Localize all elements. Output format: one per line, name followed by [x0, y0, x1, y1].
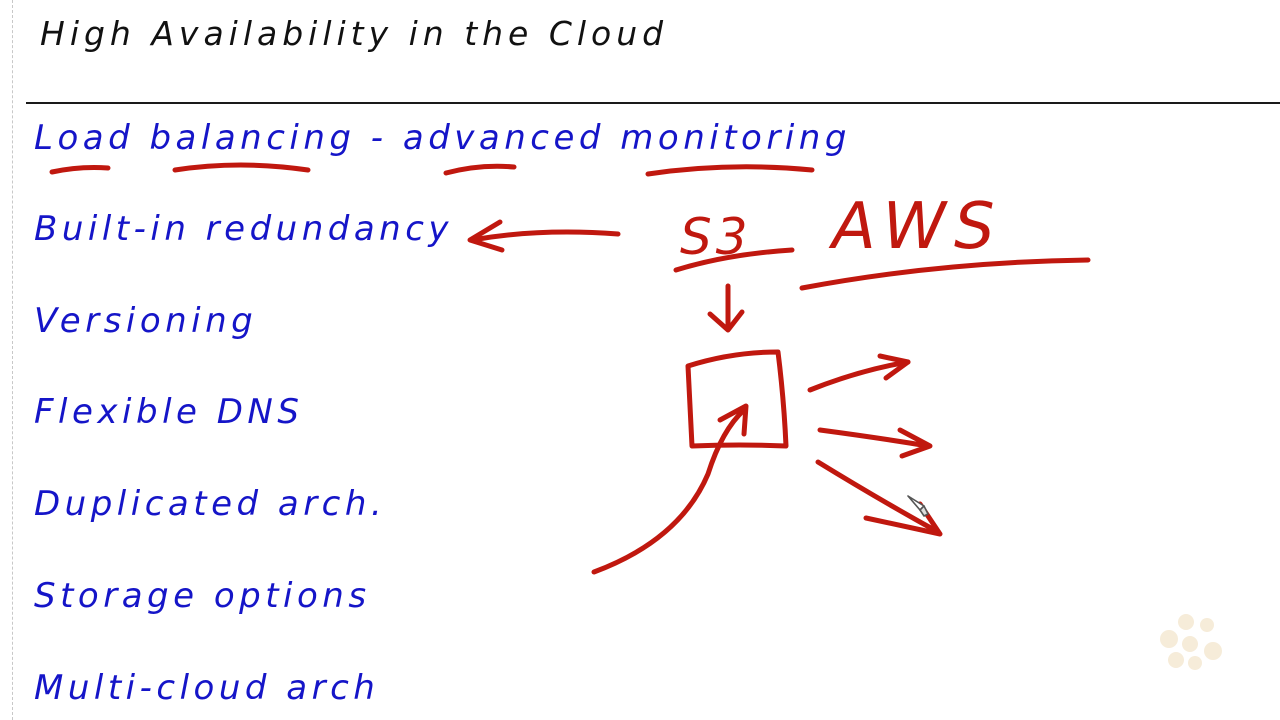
arrow-out-1-head	[877, 353, 911, 381]
list-item-multi-cloud-arch: Multi-cloud arch	[34, 668, 380, 708]
underline-load	[49, 165, 111, 175]
arrow-to-redundancy-head	[467, 219, 505, 253]
list-item-flexible-dns: Flexible DNS	[34, 392, 304, 432]
list-item-storage-options: Storage options	[34, 576, 371, 616]
underline-advanced	[443, 163, 517, 176]
underline-balancing	[172, 162, 311, 173]
annotation-aws: AWS	[832, 190, 1003, 264]
list-item-built-in-redundancy: Built-in redundancy	[34, 209, 454, 249]
arrow-incoming-head	[717, 403, 749, 437]
list-item-load-balancing: Load balancing - advanced monitoring	[34, 118, 851, 158]
arrow-incoming	[591, 407, 747, 575]
arrow-out-2	[817, 427, 931, 449]
bucket-box	[685, 349, 789, 449]
pencil-cursor-icon	[907, 495, 929, 517]
page-title: High Availability in the Cloud	[40, 14, 669, 53]
annotation-s3: S3	[680, 208, 752, 266]
arrow-s3-down-head	[707, 309, 745, 333]
arrow-out-1	[807, 359, 911, 393]
arrow-out-2-head	[897, 427, 933, 459]
list-item-duplicated-arch: Duplicated arch.	[34, 484, 387, 524]
page-edge-dashed-line	[12, 0, 13, 720]
arrow-to-redundancy	[469, 229, 621, 243]
underline-aws	[799, 257, 1091, 291]
title-underline	[26, 102, 1280, 104]
list-item-versioning: Versioning	[34, 301, 258, 341]
underline-monitoring	[645, 164, 815, 177]
dots-logo-icon	[1158, 614, 1224, 672]
